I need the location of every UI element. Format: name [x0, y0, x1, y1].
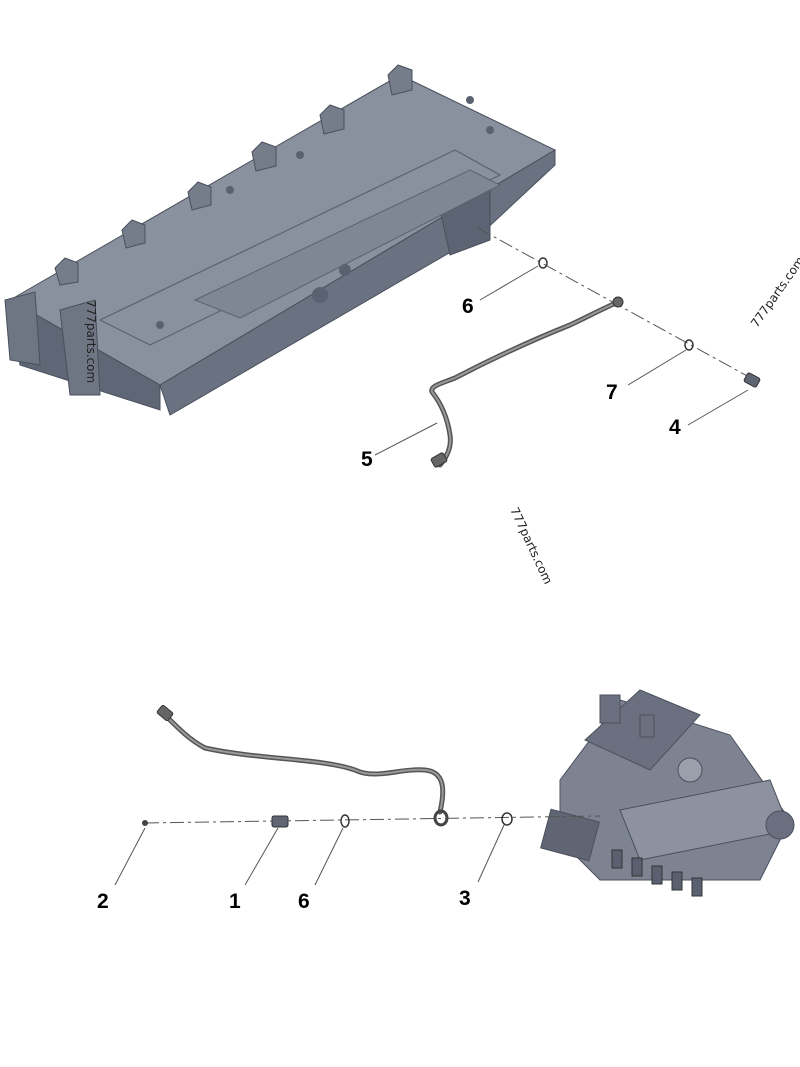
cylinder-head-housing — [4, 64, 557, 416]
callout-6-upper: 6 — [462, 295, 474, 318]
callout-3: 3 — [459, 887, 471, 910]
plug-2 — [142, 820, 148, 826]
upper-parts — [429, 257, 761, 468]
o-ring-3 — [501, 812, 513, 826]
injection-pump — [540, 689, 795, 897]
lower-parts — [142, 812, 513, 828]
callout-4: 4 — [669, 416, 681, 439]
callout-2: 2 — [97, 890, 109, 913]
lower-leader-lines — [114, 815, 601, 886]
callout-5: 5 — [361, 448, 373, 471]
callout-7: 7 — [606, 381, 618, 404]
fuel-pipe-5 — [429, 299, 621, 468]
callout-1: 1 — [229, 890, 241, 913]
callout-6-lower: 6 — [298, 890, 310, 913]
lower-fuel-pipe — [156, 704, 449, 827]
watermark-left: 777parts.com — [84, 300, 98, 384]
o-ring-7 — [684, 339, 694, 351]
banjo-bolt-1 — [271, 815, 289, 828]
o-ring-6-upper — [538, 257, 548, 269]
o-ring-6-lower — [340, 814, 350, 828]
banjo-bolt-4 — [743, 372, 761, 388]
